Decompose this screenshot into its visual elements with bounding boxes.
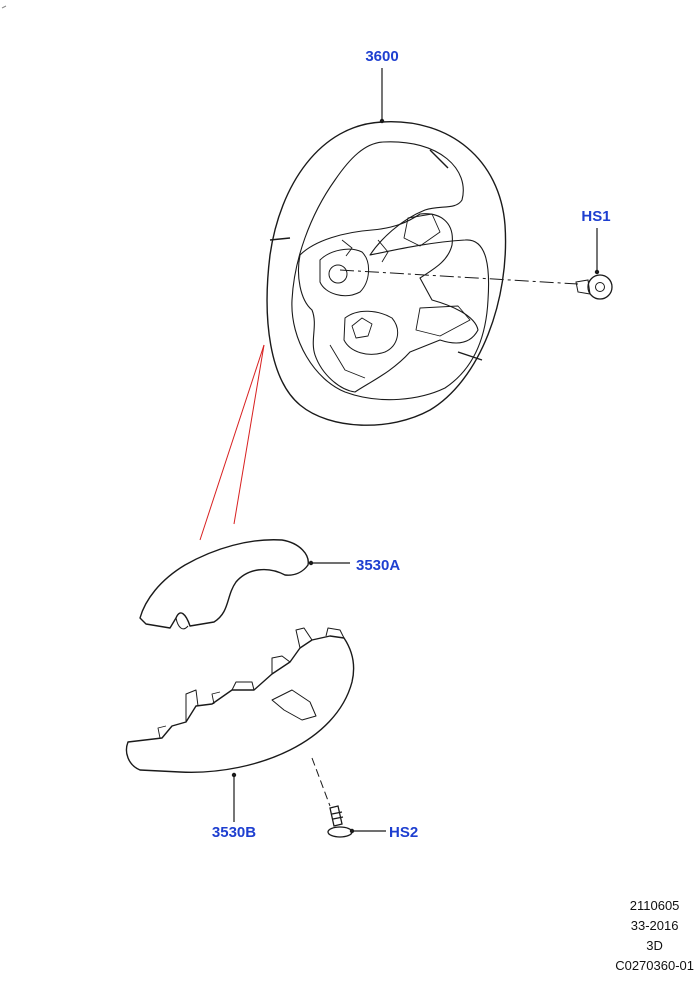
- callout-3530a: 3530A: [308, 557, 400, 574]
- callout-label-hs2: HS2: [389, 824, 418, 841]
- callout-label-hs1: HS1: [581, 208, 610, 225]
- callout-label-3530b: 3530B: [212, 824, 256, 841]
- reference-line-3: 3D: [646, 938, 663, 953]
- lower-cover-part: [125, 627, 355, 773]
- callout-3600: 3600: [365, 48, 399, 124]
- callout-3530b: 3530B: [212, 772, 256, 841]
- corner-mark: [1, 5, 7, 9]
- drawing-reference-block: 2110605 33-2016 3D C0270360-01: [615, 896, 694, 976]
- clip-hs2-part: [327, 805, 353, 838]
- steering-wheel-part: [266, 121, 507, 426]
- callout-hs1: HS1: [581, 208, 611, 275]
- reference-line-2: 33-2016: [630, 918, 679, 933]
- callout-label-3530a: 3530A: [356, 557, 400, 574]
- assembly-guide-lines: [199, 344, 265, 541]
- callout-label-3600: 3600: [365, 48, 398, 65]
- screw-axis-line: [339, 269, 579, 285]
- clip-axis-line: [311, 757, 331, 807]
- reference-line-1: 2110605: [629, 898, 680, 913]
- upper-cover-part: [139, 539, 309, 630]
- callout-hs2: HS2: [349, 824, 418, 841]
- reference-line-4: C0270360-01: [615, 958, 694, 973]
- screw-hs1-part: [575, 274, 613, 300]
